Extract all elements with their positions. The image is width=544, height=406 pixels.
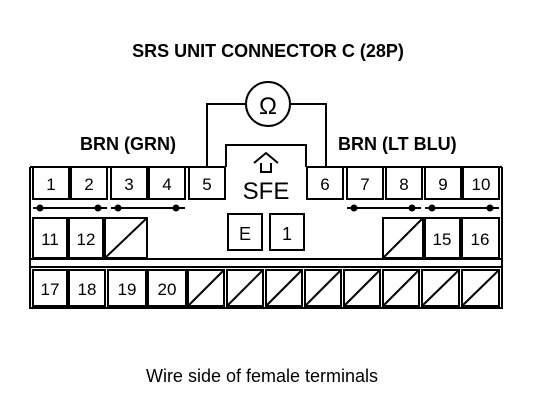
ohmmeter-icon: Ω [245,81,291,127]
terminal-10-label: 10 [472,175,491,194]
terminal-7-label: 7 [360,175,369,194]
caption: Wire side of female terminals [146,366,378,386]
terminal-3 [110,166,148,200]
row3-terminals: 17 18 19 20 [32,269,500,307]
row2-terminals: 11 12 15 16 [32,217,500,259]
terminal-11 [32,217,68,259]
terminal-1-label: 1 [46,175,55,194]
right-wire-label: BRN (LT BLU) [338,134,457,154]
terminal-15 [424,217,461,259]
center-box-e [227,213,263,251]
terminal-6-label: 6 [320,175,329,194]
terminal-6 [306,166,344,200]
jumper-dot [428,204,436,212]
jumper-dot [408,204,416,212]
terminal-19 [107,269,147,307]
terminal-16-label: 16 [471,230,490,249]
terminal-12 [68,217,104,259]
terminal-11-label: 11 [41,230,59,249]
terminal-10 [462,166,500,200]
terminal-12-label: 12 [77,230,96,249]
up-arrow-key-icon [253,151,279,173]
terminal-5-label: 5 [202,175,211,194]
terminal-8-label: 8 [399,175,408,194]
terminal-3-label: 3 [124,175,133,194]
center-key-block: SFE E 1 [225,144,307,251]
terminal-4 [148,166,186,200]
meter-lead-right [290,103,327,170]
jumper-dot [36,204,44,212]
center-box-1 [269,213,305,251]
jumper-dot [172,204,180,212]
jumper-dot [486,204,494,212]
terminal-17 [32,269,68,307]
terminal-9 [424,166,462,200]
terminal-2 [70,166,108,200]
center-box-1-label: 1 [282,224,292,244]
terminal-20 [147,269,187,307]
jumper-dot [94,204,102,212]
terminal-18-label: 18 [78,280,97,299]
terminal-19-label: 19 [118,280,137,299]
terminal-17-label: 17 [41,280,60,299]
shorting-bar-icon [33,204,499,212]
center-box-e-label: E [239,224,251,244]
left-wire-label: BRN (GRN) [80,134,176,154]
terminal-4-label: 4 [162,175,171,194]
terminal-20-label: 20 [158,280,177,299]
meter-symbol: Ω [259,93,277,120]
diagram-title: SRS UNIT CONNECTOR C (28P) [132,41,404,61]
terminal-9-label: 9 [438,175,447,194]
terminal-7 [346,166,384,200]
terminal-18 [68,269,106,307]
terminal-15-label: 15 [433,230,452,249]
terminal-1 [32,166,70,200]
center-label: SFE [243,178,290,205]
terminal-5 [188,166,226,200]
jumper-dot [350,204,358,212]
row1-terminals: 1 2 3 4 5 6 7 8 9 10 [32,166,500,200]
terminal-2-label: 2 [84,175,93,194]
jumper-dot [114,204,122,212]
meter-lead-left [206,103,246,170]
terminal-16 [461,217,500,259]
terminal-8 [385,166,423,200]
